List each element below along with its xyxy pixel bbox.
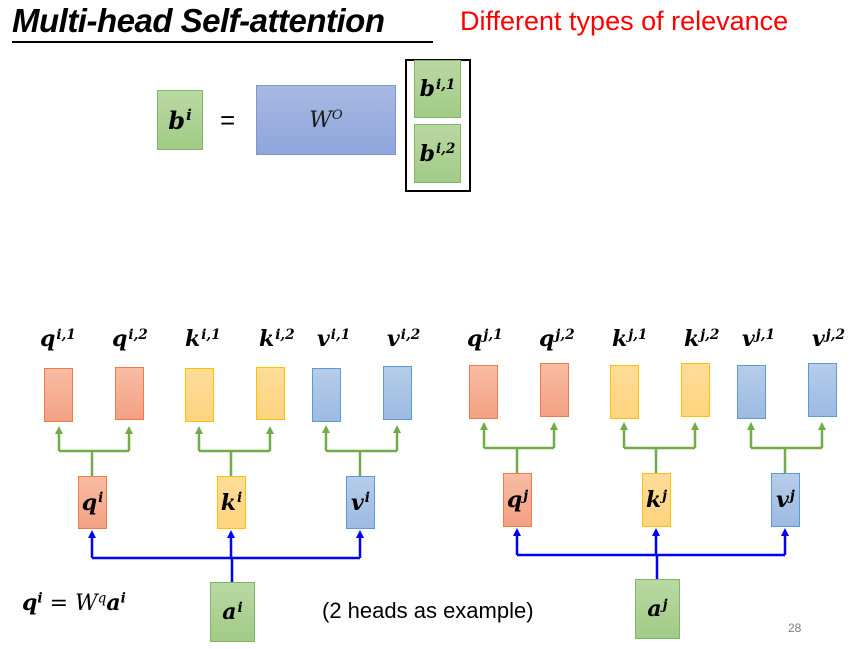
head-b-i-1-box: bi,1 [414, 60, 461, 118]
output-b-i-box: bi [157, 90, 203, 150]
green-arrowhead-icon [818, 422, 826, 430]
blue-arrowhead-icon [88, 530, 96, 538]
box-q-j: qj [503, 473, 532, 527]
box-k-i: ki [217, 476, 246, 529]
head-b-i-2-box: bi,2 [414, 124, 461, 183]
green-arrowhead-icon [747, 422, 755, 430]
label-k-j-1: kj,1 [612, 326, 648, 352]
input-a-i-box: ai [210, 582, 255, 642]
label-q-j: qj [506, 487, 529, 513]
blue-arrowhead-icon [652, 528, 660, 536]
green-arrowhead-icon [691, 422, 699, 430]
label-k-i-1: ki,1 [185, 326, 221, 352]
box-k-i-1 [185, 368, 214, 422]
example-caption: (2 heads as example) [322, 598, 534, 623]
query-formula: qi = Wqai [22, 590, 126, 616]
label-q-j-1: qj,1 [467, 326, 503, 352]
label-k-i: ki [220, 489, 243, 516]
equals-sign: = [220, 105, 236, 135]
box-v-i: vi [346, 476, 375, 529]
label-q-j-2: qj,2 [539, 326, 575, 352]
input-a-j-box: aj [635, 579, 680, 639]
slide-subtitle: Different types of relevance [460, 6, 789, 36]
label-v-i-1: vi,1 [317, 326, 351, 352]
box-q-i: qi [78, 476, 107, 529]
label-q-i-2: qi,2 [112, 326, 148, 352]
page-number: 28 [788, 621, 802, 635]
box-v-i-2 [383, 366, 412, 420]
box-k-j-2 [681, 363, 710, 417]
label-k-j-2: kj,2 [684, 326, 720, 352]
label-v-j-2: vj,2 [812, 326, 845, 352]
label-k-j: kj [645, 487, 668, 513]
input-a-j-label: aj [647, 596, 668, 622]
blue-arrowhead-icon [781, 528, 789, 536]
box-v-i-1 [312, 368, 341, 422]
box-q-i-1 [44, 368, 73, 422]
input-a-i-label: ai [222, 599, 243, 625]
label-v-j-1: vj,1 [742, 326, 775, 352]
box-k-j-1 [610, 365, 639, 419]
box-q-j-2 [540, 363, 569, 417]
weight-w-o-box: WO [256, 85, 396, 155]
box-v-j-1 [737, 365, 766, 419]
title-underline [12, 41, 433, 43]
blue-arrowhead-icon [227, 530, 235, 538]
green-arrowhead-icon [550, 422, 558, 430]
slide-title: Multi-head Self-attention [12, 2, 385, 39]
green-arrowhead-icon [195, 426, 203, 434]
head-b-i-1-label: bi,1 [419, 76, 456, 102]
label-k-i-2: ki,2 [259, 326, 295, 352]
label-v-j: vj [776, 487, 795, 513]
box-k-j: kj [642, 473, 671, 527]
box-q-i-2 [115, 367, 144, 420]
green-arrowhead-icon [266, 426, 274, 434]
box-q-j-1 [469, 365, 498, 419]
box-v-j: vj [771, 473, 800, 527]
head-b-i-2-label: bi,2 [419, 140, 456, 167]
green-arrowhead-icon [322, 425, 330, 433]
weight-w-o-label: WO [309, 107, 343, 133]
blue-arrowhead-icon [356, 530, 364, 538]
output-b-i-label: bi [168, 105, 192, 135]
blue-arrowhead-icon [513, 528, 521, 536]
label-v-i-2: vi,2 [387, 326, 421, 352]
green-arrowhead-icon [55, 426, 63, 434]
label-v-i: vi [351, 489, 370, 516]
label-q-i: qi [81, 489, 104, 516]
label-q-i-1: qi,1 [40, 326, 76, 352]
box-k-i-2 [256, 367, 285, 420]
green-arrowhead-icon [393, 425, 401, 433]
green-arrowhead-icon [480, 422, 488, 430]
green-arrowhead-icon [620, 422, 628, 430]
box-v-j-2 [808, 363, 837, 417]
green-arrowhead-icon [125, 426, 133, 434]
